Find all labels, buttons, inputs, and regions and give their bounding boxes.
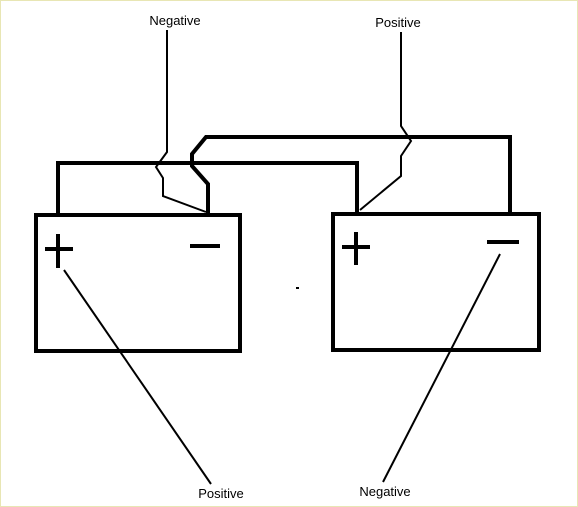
wire-negative-link — [190, 135, 512, 214]
plus-icon — [45, 234, 73, 268]
wire-positive-link — [56, 161, 359, 215]
label-negative-top: Negative — [149, 13, 201, 28]
battery-left — [34, 213, 242, 353]
lead-top-positive — [359, 32, 413, 211]
stray-dot — [296, 287, 299, 289]
battery-right — [331, 212, 541, 352]
label-positive-bottom: Positive — [198, 486, 244, 501]
lead-bottom-negative — [382, 253, 501, 483]
plus-icon — [342, 232, 370, 265]
lead-bottom-positive — [63, 269, 212, 485]
label-positive-top: Positive — [375, 15, 421, 30]
lead-top-negative — [154, 30, 207, 213]
label-negative-bottom: Negative — [359, 484, 411, 499]
